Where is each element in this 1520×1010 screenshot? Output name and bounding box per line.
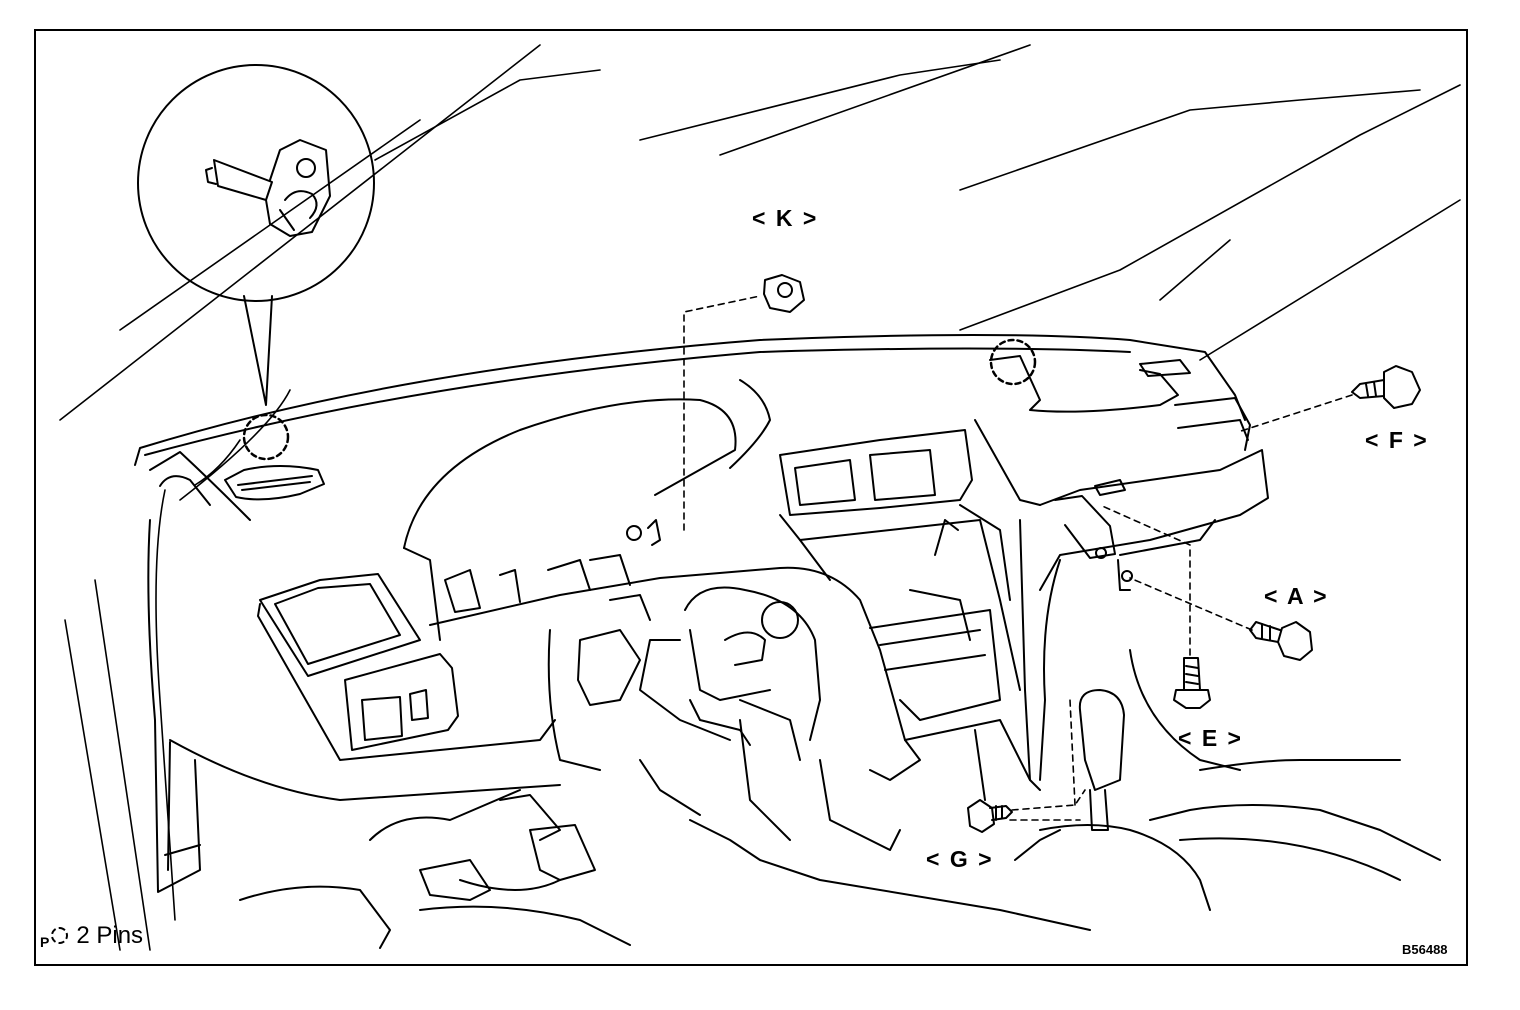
- bolt-f: [1351, 365, 1421, 409]
- nut-k: [763, 274, 805, 313]
- label-e: < E >: [1178, 725, 1243, 751]
- label-a: < A >: [1264, 583, 1329, 609]
- left-pillar: [64, 389, 291, 951]
- center-console: [779, 419, 1041, 801]
- figure-code: B56488: [1402, 942, 1448, 957]
- pin-marker-right: [989, 338, 1037, 386]
- leader-lines: [683, 295, 1353, 821]
- label-f: < F >: [1365, 427, 1429, 453]
- pin-marker-left: [242, 413, 290, 461]
- label-g: < G >: [926, 846, 994, 872]
- pin-legend: P 2 Pins: [40, 922, 143, 950]
- dashboard-upper: [134, 334, 1251, 549]
- shift-lever: [1014, 649, 1441, 911]
- dashboard-body: [147, 519, 921, 893]
- floor-pedals: [239, 719, 1091, 949]
- glove-box: [1019, 419, 1269, 781]
- steering-column: [577, 586, 821, 761]
- pin-detail-callout: [137, 64, 375, 406]
- bolt-g: [967, 799, 1013, 833]
- windshield-lines: [59, 44, 1461, 421]
- fasteners: [626, 274, 1421, 833]
- dashed-circle-icon: [51, 927, 69, 944]
- diagram-frame: [34, 29, 1468, 966]
- legend-text: 2 Pins: [76, 922, 144, 949]
- pin-markers: [242, 338, 1037, 461]
- legend-prefix: P: [40, 934, 50, 950]
- bolt-a: [1249, 621, 1313, 661]
- label-k: < K >: [752, 205, 819, 231]
- bolt-e: [1173, 657, 1211, 709]
